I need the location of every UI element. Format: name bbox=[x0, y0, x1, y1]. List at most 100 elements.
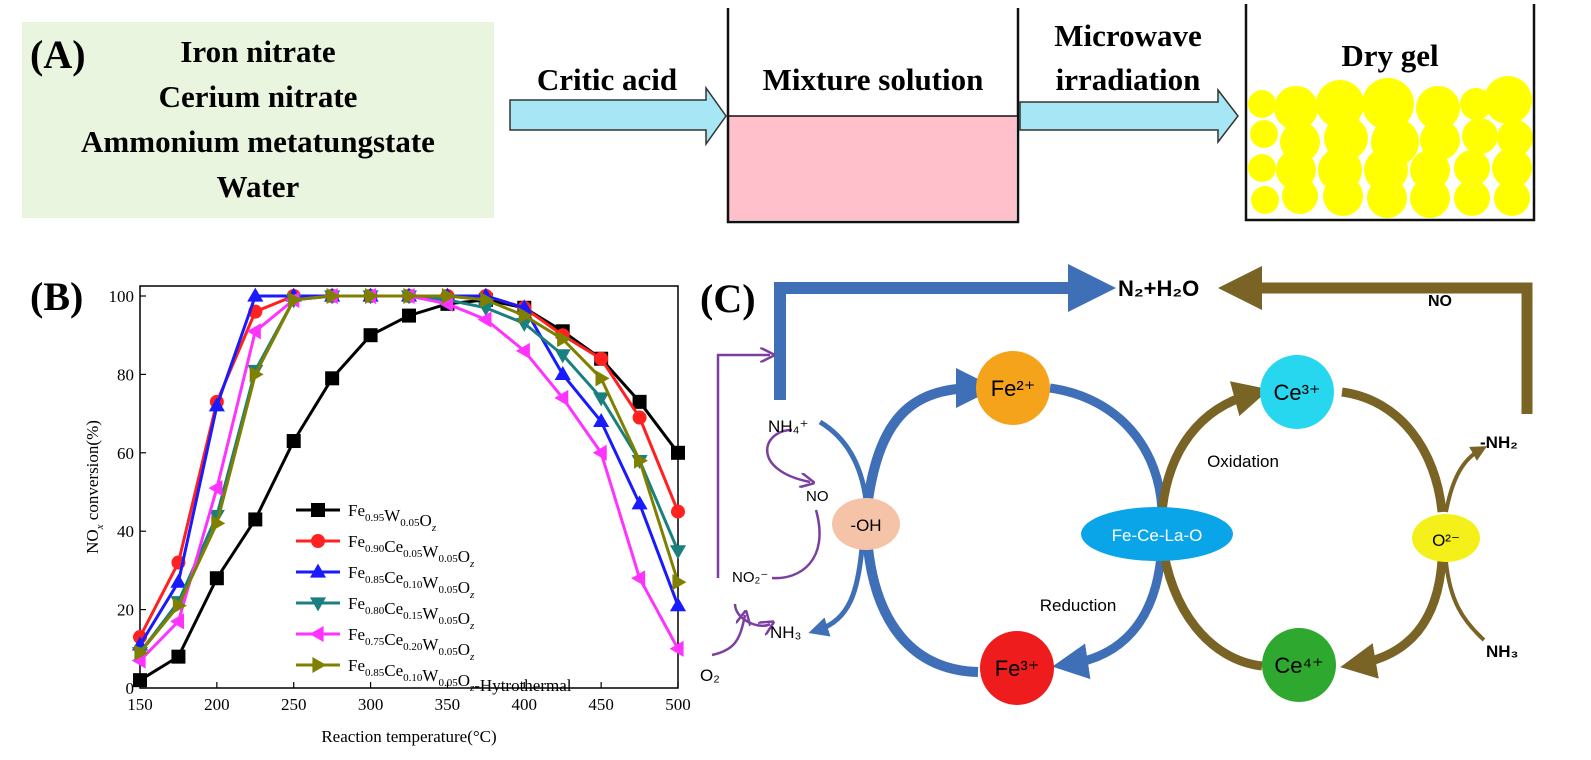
data-point bbox=[286, 434, 301, 449]
beaker-mixture: Mixture solution bbox=[726, 8, 1020, 224]
gel-particle bbox=[1484, 76, 1532, 124]
y-tick-label: 80 bbox=[117, 365, 134, 384]
gel-particle bbox=[1316, 80, 1364, 128]
panel-a: (A) Iron nitrate Cerium nitrate Ammonium… bbox=[22, 4, 1536, 224]
arrow-ce3-to-o2minus bbox=[1341, 387, 1447, 513]
fe3-label: Fe³⁺ bbox=[995, 656, 1040, 681]
arrow-no-to-product bbox=[1218, 266, 1533, 414]
data-point bbox=[246, 323, 261, 340]
legend-label: Fe0.90Ce0.05W0.05Oz bbox=[348, 532, 475, 570]
irradiation-label: irradiation bbox=[1056, 62, 1201, 97]
arrow-center-to-ce3 bbox=[1157, 381, 1270, 513]
legend-item: Fe0.85Ce0.10W0.05Oz-Hytrothermal bbox=[296, 656, 572, 695]
gel-particle bbox=[1462, 118, 1498, 154]
gel-particle bbox=[1497, 120, 1533, 156]
data-point bbox=[248, 512, 263, 527]
ce4-label: Ce⁴⁺ bbox=[1274, 653, 1323, 678]
data-point bbox=[172, 597, 187, 614]
reagent-water: Water bbox=[217, 169, 300, 204]
data-point bbox=[593, 392, 610, 407]
data-point bbox=[208, 397, 225, 412]
gel-particle bbox=[1410, 178, 1450, 218]
data-point bbox=[671, 445, 685, 460]
ce3-label: Ce³⁺ bbox=[1273, 380, 1320, 405]
nh2-label: -NH₂ bbox=[1480, 433, 1518, 452]
data-point bbox=[309, 563, 327, 578]
legend-label: Fe0.95W0.05Oz bbox=[348, 501, 437, 534]
chart-legend: Fe0.95W0.05OzFe0.90Ce0.05W0.05OzFe0.85Ce… bbox=[296, 501, 572, 695]
x-tick-label: 300 bbox=[358, 695, 384, 714]
x-axis-label: Reaction temperature(°C) bbox=[321, 727, 496, 746]
arrow-nh4-to-no bbox=[766, 428, 810, 482]
oxidation-label: Oxidation bbox=[1207, 452, 1279, 471]
data-point bbox=[309, 597, 327, 612]
legend-label: Fe0.85Ce0.10W0.05Oz-Hytrothermal bbox=[348, 656, 572, 695]
reagent-box bbox=[22, 22, 494, 218]
no2-label: NO₂⁻ bbox=[732, 569, 768, 586]
gel-particle bbox=[1248, 154, 1276, 182]
y-tick-label: 60 bbox=[117, 444, 134, 463]
data-point bbox=[441, 287, 456, 305]
data-point bbox=[312, 656, 327, 674]
arrow-nh3-to-o2minus bbox=[1444, 561, 1486, 642]
panel-c-label: (C) bbox=[700, 276, 756, 321]
data-point bbox=[326, 287, 341, 305]
reduction-label: Reduction bbox=[1040, 596, 1117, 615]
gel-particle bbox=[1362, 78, 1414, 130]
series-6 bbox=[134, 287, 687, 661]
data-point bbox=[211, 515, 226, 532]
center-label: Fe-Ce-La-O bbox=[1112, 526, 1203, 545]
data-point bbox=[669, 640, 684, 657]
legend-label: Fe0.85Ce0.10W0.05Oz bbox=[348, 563, 475, 601]
arrow-microwave bbox=[1019, 87, 1239, 145]
arrow-o2minus-to-ce4 bbox=[1340, 559, 1447, 679]
data-point bbox=[477, 311, 492, 328]
data-point bbox=[632, 410, 647, 425]
mixture-solution-label: Mixture solution bbox=[763, 62, 984, 97]
o2-label: O₂ bbox=[700, 666, 720, 685]
data-point bbox=[595, 370, 610, 387]
data-point bbox=[247, 287, 264, 302]
arrow-oh-to-nh3 bbox=[808, 547, 865, 637]
gel-particle bbox=[1416, 86, 1460, 130]
legend-item: Fe0.95W0.05Oz bbox=[296, 501, 437, 534]
arrow-no2-loop bbox=[733, 603, 770, 626]
gel-particle bbox=[1274, 86, 1318, 130]
critic-acid-label: Critic acid bbox=[537, 62, 677, 97]
data-point bbox=[325, 371, 340, 386]
x-tick-label: 500 bbox=[665, 695, 691, 714]
product-label: N₂+H₂O bbox=[1118, 276, 1199, 301]
arrow-nh4-to-oh bbox=[818, 419, 869, 501]
y-tick-label: 40 bbox=[117, 522, 134, 541]
data-point bbox=[249, 366, 264, 383]
gel-particle bbox=[1248, 90, 1276, 118]
data-point bbox=[515, 342, 530, 359]
fe3-node bbox=[980, 631, 1054, 705]
data-point bbox=[633, 452, 648, 469]
data-point bbox=[672, 574, 687, 591]
data-point bbox=[557, 331, 572, 348]
data-point bbox=[592, 444, 607, 461]
data-point bbox=[131, 652, 146, 669]
no-small-label: NO bbox=[806, 488, 829, 505]
data-point bbox=[288, 291, 303, 308]
fe2-node bbox=[976, 351, 1050, 425]
arrow-center-to-fe3 bbox=[1052, 539, 1167, 680]
x-tick-label: 450 bbox=[588, 695, 614, 714]
panel-c: (C) N₂+H₂O NO NH₄⁺ NO NO₂⁻ NH₃ O₂ bbox=[700, 264, 1533, 705]
legend-label: Fe0.80Ce0.15W0.05Oz bbox=[348, 594, 475, 632]
gel-particle bbox=[1410, 150, 1450, 190]
arrow-o2-in bbox=[716, 355, 770, 578]
x-tick-label: 250 bbox=[281, 695, 307, 714]
legend-label: Fe0.75Ce0.20W0.05Oz bbox=[348, 625, 475, 663]
panel-a-label: (A) bbox=[30, 32, 86, 77]
beaker-dry-gel: Dry gel bbox=[1244, 4, 1536, 222]
data-point bbox=[208, 480, 223, 497]
arrow-oh-to-fe2 bbox=[863, 368, 996, 501]
gel-particle bbox=[1492, 148, 1532, 188]
x-tick-label: 350 bbox=[435, 695, 461, 714]
ce3-node bbox=[1260, 355, 1334, 429]
